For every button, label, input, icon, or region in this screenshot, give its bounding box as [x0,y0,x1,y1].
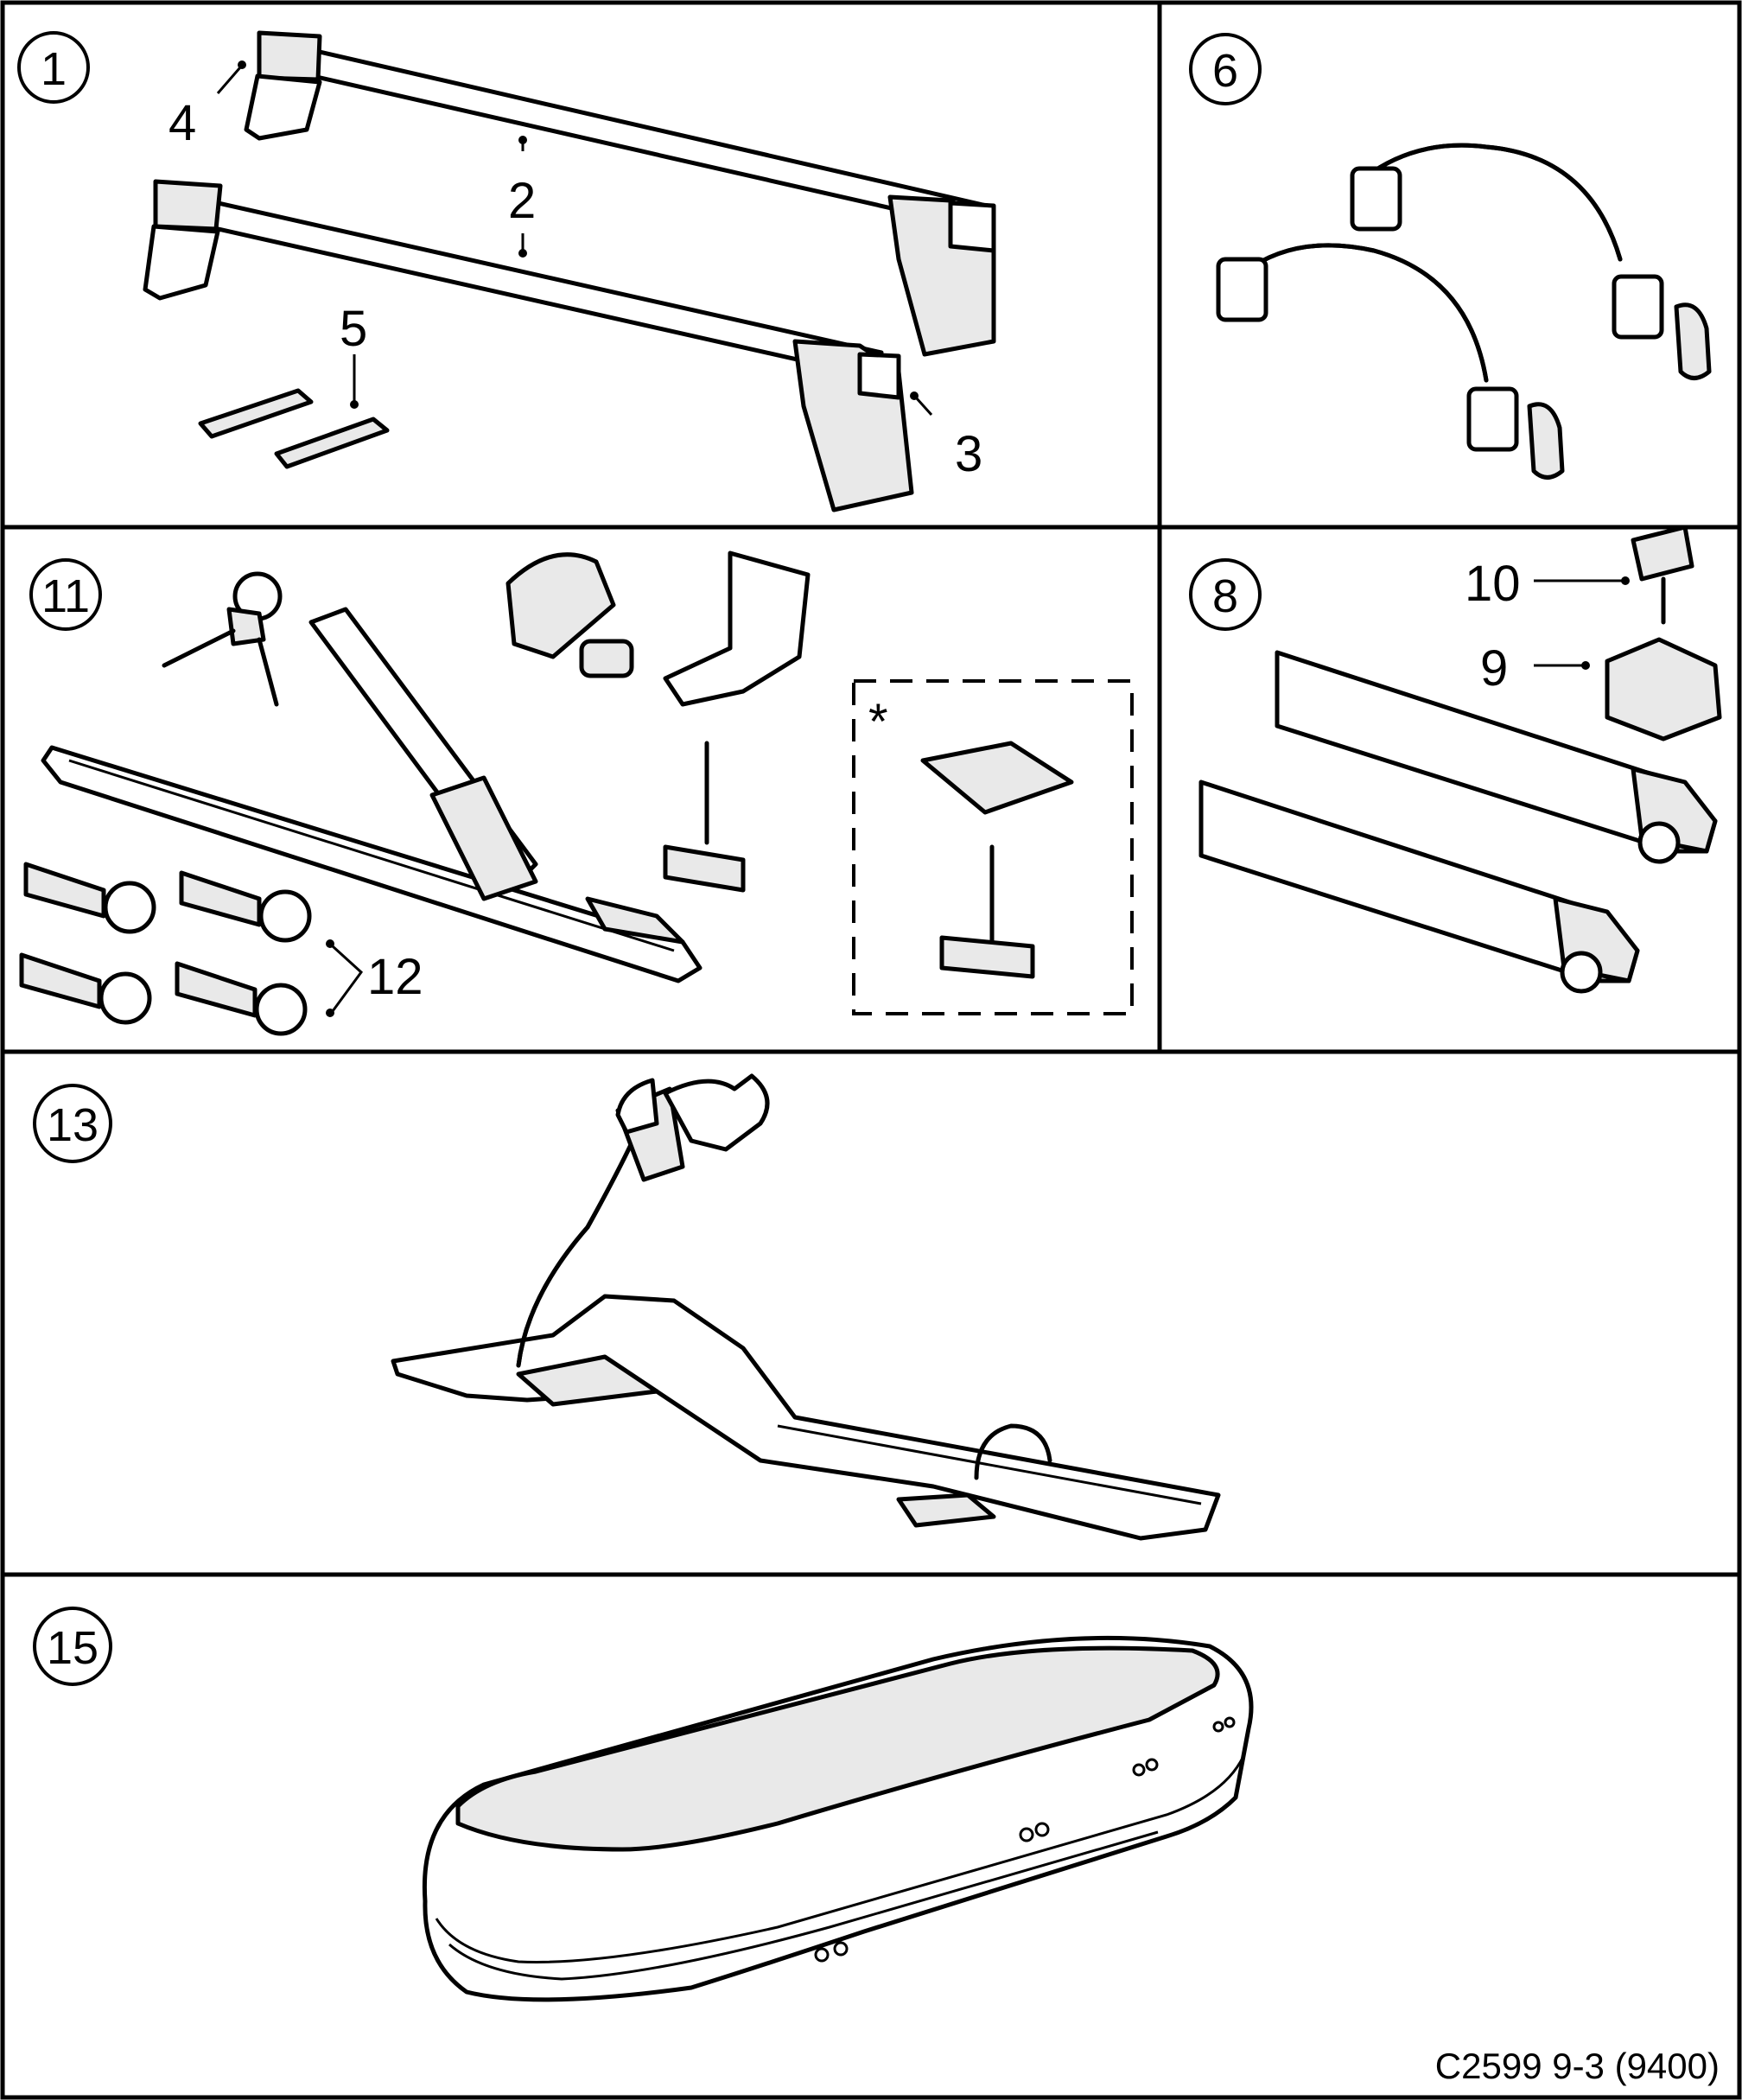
roof-bar-front [143,179,914,512]
svg-text:3: 3 [955,426,982,482]
wheel-strap [505,552,634,678]
panel-13: 13 [33,1073,1221,1541]
svg-text:4: 4 [168,95,196,151]
panel-1: 1 4 2 [17,30,996,512]
svg-text:*: * [868,694,888,750]
panel-number: 15 [47,1622,99,1674]
wheel-strap [896,1423,1052,1528]
holder-arc-rear [1350,143,1712,380]
svg-text:5: 5 [340,301,367,357]
callout-4: 4 [168,60,246,151]
panel-number: 13 [47,1099,99,1151]
svg-text:2: 2 [508,173,536,229]
panel-number: 6 [1212,45,1238,97]
keys [162,571,283,707]
svg-text:9: 9 [1480,640,1508,697]
callout-3: 3 [910,391,982,482]
panel-6: 6 [1189,33,1712,480]
panel-number: 1 [41,43,67,95]
callout-12: 12 [326,939,423,1017]
rubber-pads [198,388,390,469]
roof-bar-rear [244,30,996,357]
callout-10: 10 [1465,556,1630,612]
panel-number: 8 [1212,570,1238,622]
lock-block [1605,637,1722,741]
callout-9: 9 [1480,640,1590,697]
panel-15: 15 [33,1607,1254,2002]
callout-2: 2 [508,136,536,258]
panel-number: 11 [41,570,90,622]
wheel-rail [41,745,703,983]
fork-mount-base [391,1294,1221,1541]
lock-bolt [1631,525,1694,625]
panel-8: 8 10 9 [1189,525,1722,994]
svg-text:12: 12 [367,949,423,1005]
ski-clamp-lower [1198,780,1640,994]
drawing-code: C2599 9-3 (9400) [1435,2046,1720,2086]
t-bolt [663,741,746,893]
optional-kit-box: * [852,679,1134,1015]
panel-11: 11 12 [19,550,1134,1036]
callout-5: 5 [340,301,367,409]
svg-text:10: 10 [1465,556,1521,612]
ski-clamp-upper [1275,650,1718,864]
fork-arm [516,1073,770,1368]
roof-box [422,1635,1254,2002]
lock-cylinders [19,862,312,1036]
holder-arc-front [1216,243,1565,480]
mounting-bracket [663,550,811,707]
frame-arm [308,607,538,901]
